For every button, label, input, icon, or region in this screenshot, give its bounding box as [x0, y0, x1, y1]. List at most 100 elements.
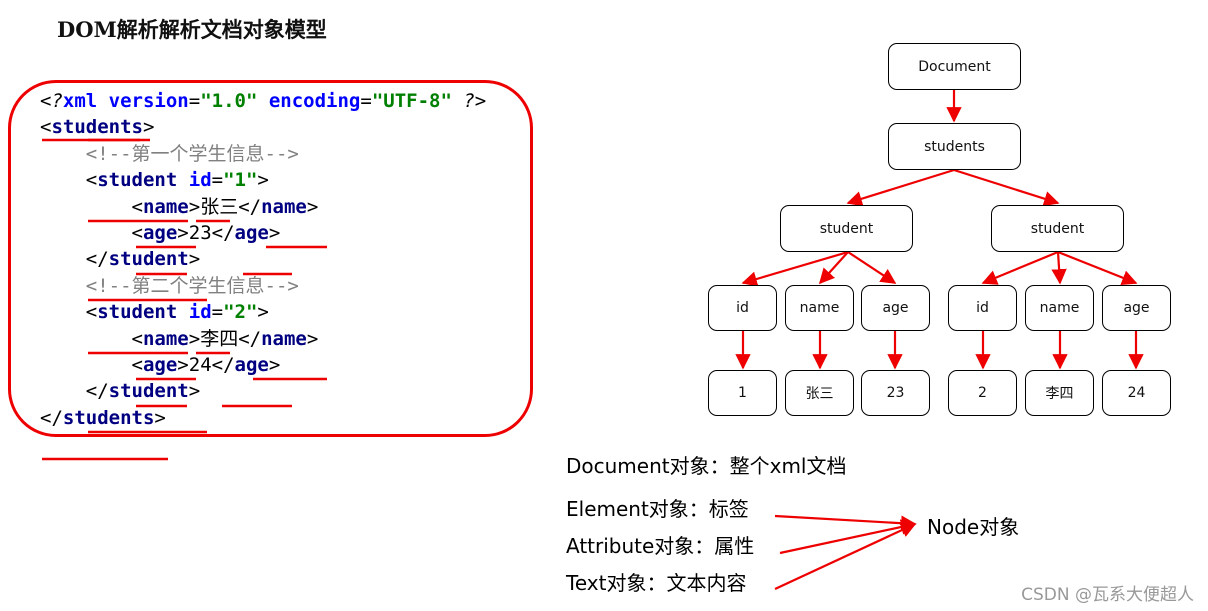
- code-line: <name>李四</name>: [40, 326, 486, 352]
- code-token: <: [131, 353, 143, 376]
- node-left-id: id: [708, 285, 777, 331]
- code-token: <!--第二个学生信息-->: [85, 274, 299, 297]
- code-line: <student id="2">: [40, 299, 486, 325]
- code-token: =: [188, 90, 201, 112]
- code-token: >: [188, 195, 201, 218]
- code-token: >: [257, 169, 269, 192]
- code-token: >: [188, 380, 201, 403]
- xml-highlight-frame: [8, 80, 533, 437]
- code-token: =: [360, 90, 372, 112]
- code-token: </: [238, 195, 262, 218]
- code-token: >: [188, 327, 201, 350]
- code-token: >: [154, 406, 166, 429]
- code-line: </students>: [40, 405, 486, 431]
- legend-element: Element对象：标签: [566, 497, 749, 521]
- code-token: <: [40, 116, 52, 139]
- code-token: student: [108, 380, 189, 403]
- code-token: 李四: [200, 327, 239, 350]
- node-right-name: name: [1025, 285, 1094, 331]
- code-token: "UTF-8": [371, 90, 452, 112]
- node-document: Document: [888, 43, 1021, 90]
- code-token: =: [211, 301, 224, 324]
- watermark: CSDN @瓦系大便超人: [1021, 585, 1194, 605]
- code-line: <!--第二个学生信息-->: [40, 273, 486, 299]
- code-token: name: [142, 327, 189, 350]
- node-right-age: age: [1102, 285, 1171, 331]
- code-line: </student>: [40, 246, 486, 272]
- code-token: <: [131, 221, 143, 244]
- node-left-name-value: 张三: [785, 370, 854, 416]
- code-token: name: [261, 195, 307, 218]
- code-line: <!--第一个学生信息-->: [40, 141, 486, 167]
- code-token: 23: [188, 221, 212, 244]
- tree-edge: [779, 519, 917, 555]
- page-title: DOM解析解析文档对象模型: [57, 17, 327, 42]
- node-left-id-value: 1: [708, 370, 777, 416]
- code-token: 24: [188, 353, 212, 376]
- code-token: age: [234, 353, 269, 376]
- legend-node: Node对象: [927, 515, 1020, 539]
- node-left-age-value: 23: [861, 370, 930, 416]
- code-line: <students>: [40, 114, 486, 140]
- tree-edge: [774, 522, 917, 590]
- code-token: <: [85, 169, 98, 192]
- tree-edge: [818, 251, 849, 285]
- node-right-age-value: 24: [1102, 370, 1171, 416]
- node-left-age: age: [861, 285, 930, 331]
- code-token: =: [211, 169, 224, 192]
- code-token: name: [261, 327, 307, 350]
- xml-code-block: <?xml version="1.0" encoding="UTF-8" ?><…: [40, 88, 486, 431]
- code-token: <: [131, 327, 143, 350]
- code-line: </student>: [40, 378, 486, 404]
- code-line: <?xml version="1.0" encoding="UTF-8" ?>: [40, 88, 486, 114]
- tree-edge: [774, 514, 917, 531]
- tree-edge: [981, 250, 1059, 285]
- code-token: student: [97, 301, 178, 324]
- code-token: student: [97, 169, 178, 192]
- node-student-right: student: [991, 205, 1124, 252]
- code-token: >: [177, 353, 189, 376]
- legend-document: Document对象：整个xml文档: [566, 454, 847, 478]
- tree-edge: [741, 250, 849, 287]
- code-token: </: [211, 353, 235, 376]
- node-students: students: [888, 123, 1021, 170]
- code-token: age: [234, 221, 269, 244]
- code-token: <: [85, 301, 98, 324]
- tree-edge: [847, 251, 897, 284]
- code-token: </: [85, 380, 109, 403]
- code-token: </: [238, 327, 262, 350]
- code-token: xml version: [62, 90, 189, 112]
- code-token: <?: [40, 90, 63, 112]
- tree-edge: [1057, 250, 1138, 286]
- code-token: </: [85, 248, 109, 271]
- code-token: <: [131, 195, 143, 218]
- code-token: age: [142, 221, 178, 244]
- code-token: "1.0": [200, 90, 258, 112]
- legend-text: Text对象：文本内容: [566, 571, 747, 595]
- tree-edge: [1051, 251, 1067, 285]
- code-token: age: [142, 353, 178, 376]
- code-token: "1": [223, 169, 258, 192]
- tree-edge: [953, 168, 1060, 207]
- code-token: >: [257, 301, 269, 324]
- node-right-id: id: [948, 285, 1017, 331]
- code-token: >: [268, 353, 281, 376]
- code-token: >: [142, 116, 155, 139]
- code-token: students: [51, 116, 143, 139]
- code-token: "2": [223, 301, 258, 324]
- code-token: >: [306, 195, 319, 218]
- legend-attribute: Attribute对象：属性: [566, 534, 755, 558]
- code-token: name: [142, 195, 189, 218]
- code-token: >: [268, 221, 281, 244]
- code-token: >: [306, 327, 319, 350]
- code-token: students: [62, 406, 155, 429]
- code-token: student: [108, 248, 189, 271]
- code-line: <student id="1">: [40, 167, 486, 193]
- node-left-name: name: [785, 285, 854, 331]
- code-token: >: [188, 248, 201, 271]
- code-line: <age>24</age>: [40, 352, 486, 378]
- code-token: </: [40, 406, 63, 429]
- code-token: id: [188, 301, 212, 324]
